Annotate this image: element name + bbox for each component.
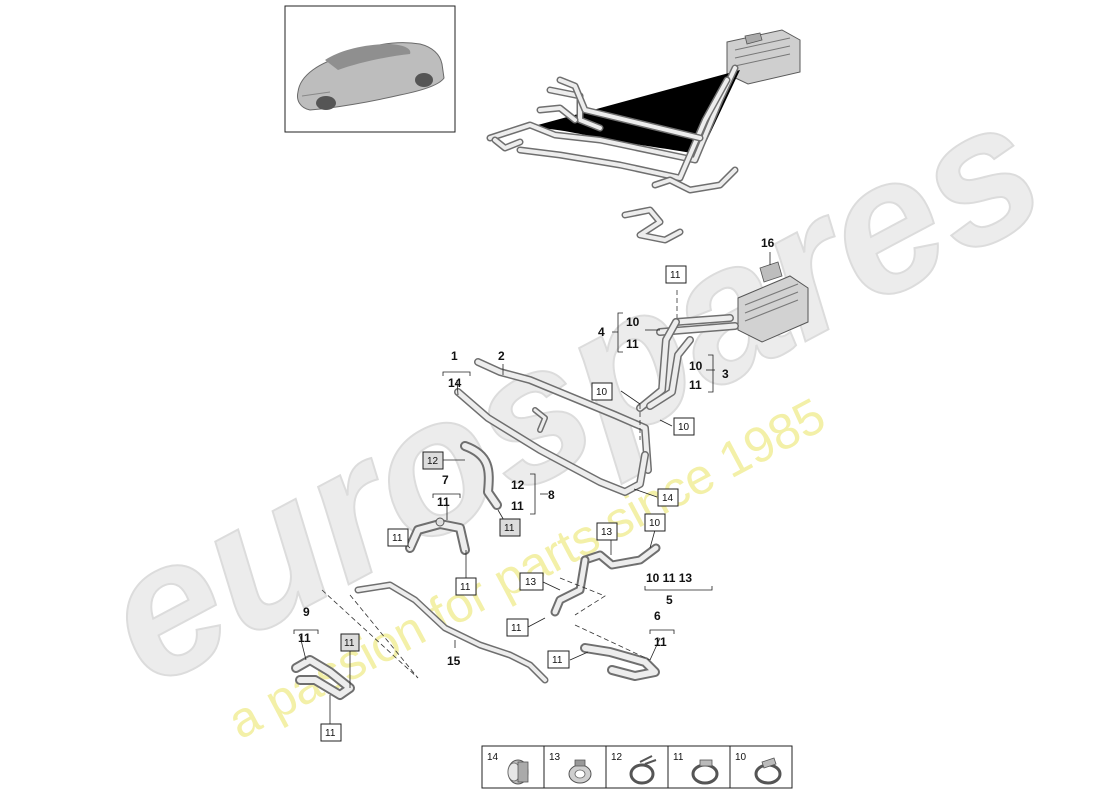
svg-text:11: 11: [552, 655, 563, 666]
callout-1: 1: [451, 349, 458, 363]
callout-6: 6: [654, 609, 661, 623]
callout-16: 16: [761, 236, 775, 250]
pipe-3-4-coolant-lines: [636, 314, 739, 412]
legend-num-11: 11: [673, 752, 684, 763]
vehicle-thumbnail: [284, 5, 456, 133]
legend-num-14: 14: [487, 752, 499, 763]
callout-7: 7: [442, 473, 449, 487]
boxed-ref: 11: [455, 577, 477, 596]
legend-num-12: 12: [611, 752, 623, 763]
group-4-item-top: 10: [626, 315, 640, 329]
callout-15: 15: [447, 654, 461, 668]
callout-8: 8: [548, 488, 555, 502]
svg-text:11: 11: [460, 582, 471, 593]
svg-text:11: 11: [670, 270, 681, 281]
boxed-ref: 11: [387, 528, 409, 547]
pipe-1-2-long-lines: [454, 358, 652, 496]
boxed-ref: 14: [657, 488, 679, 507]
svg-text:10: 10: [678, 422, 690, 433]
callout-3: 3: [722, 367, 729, 381]
group-1-item: 14: [448, 376, 462, 390]
boxed-ref: 11: [320, 723, 342, 742]
watermark: eurospares a passion for parts since 198…: [69, 57, 1075, 750]
svg-text:11: 11: [511, 623, 522, 634]
callout-4: 4: [598, 325, 605, 339]
clamp-legend: 14 13 12 11 10: [481, 745, 793, 789]
callout-9: 9: [303, 605, 310, 619]
boxed-ref: 13: [519, 572, 544, 591]
svg-text:11: 11: [325, 728, 336, 739]
group-brackets: 14 10 11 10 11 12 11 11 10 11 13 11 11: [293, 312, 714, 649]
boxed-ref-highlight: 11: [499, 518, 521, 537]
svg-text:10: 10: [649, 518, 661, 529]
boxed-ref: 13: [596, 522, 618, 541]
sleeve-clamp-icon: [507, 759, 529, 785]
group-5-items: 10 11 13: [646, 571, 692, 585]
dashed-guides: [321, 290, 678, 679]
band-clamp-icon: [754, 757, 782, 785]
part-16-heater-unit: [737, 261, 809, 343]
callout-5: 5: [666, 593, 673, 607]
legend-num-10: 10: [735, 752, 747, 763]
svg-text:13: 13: [525, 577, 537, 588]
svg-text:10: 10: [596, 387, 608, 398]
callout-2: 2: [498, 349, 505, 363]
hose-clamp-icon: [691, 759, 719, 785]
group-3-item-bottom: 11: [689, 378, 702, 392]
assembly-overview: [486, 29, 801, 244]
group-4-item-bottom: 11: [626, 337, 639, 351]
pipe-7-hose: [405, 517, 470, 555]
boxed-references: 11 10 10 12 11 14 11 11 13 10 13 11 11 1…: [320, 265, 695, 742]
pipe-15-line: [354, 581, 549, 684]
boxed-ref-highlight: 12: [422, 451, 444, 470]
legend-num-13: 13: [549, 752, 561, 763]
pipe-6-hose: [580, 643, 660, 681]
pipe-5-hose: [550, 543, 661, 617]
svg-text:11: 11: [344, 638, 355, 649]
spring-clamp-icon: [629, 755, 657, 785]
overview-heater-unit: [726, 29, 801, 85]
boxed-ref: 11: [506, 618, 529, 637]
group-7-item: 11: [437, 495, 450, 509]
car-icon: [297, 42, 445, 111]
pipe-8-hose: [460, 441, 502, 510]
group-8-item-bottom: 11: [511, 499, 524, 513]
boxed-ref: 10: [644, 513, 666, 532]
svg-text:11: 11: [504, 523, 515, 534]
svg-text:11: 11: [392, 533, 403, 544]
boxed-ref: 10: [673, 417, 695, 436]
boxed-ref: 11: [665, 265, 687, 284]
callouts: 1 2 3 4 5 6 7 8 9 15 16: [303, 236, 775, 668]
boxed-ref-highlight: 11: [340, 633, 360, 652]
svg-text:14: 14: [662, 493, 674, 504]
boxed-ref: 10: [591, 382, 613, 401]
svg-text:12: 12: [427, 456, 439, 467]
group-8-item-top: 12: [511, 478, 525, 492]
hose-holder-icon: [568, 759, 592, 784]
group-6-item: 11: [654, 635, 667, 649]
group-3-item-top: 10: [689, 359, 703, 373]
group-9-item: 11: [298, 631, 311, 645]
leader-lines: [299, 252, 771, 724]
svg-text:13: 13: [601, 527, 613, 538]
boxed-ref: 11: [547, 650, 570, 669]
